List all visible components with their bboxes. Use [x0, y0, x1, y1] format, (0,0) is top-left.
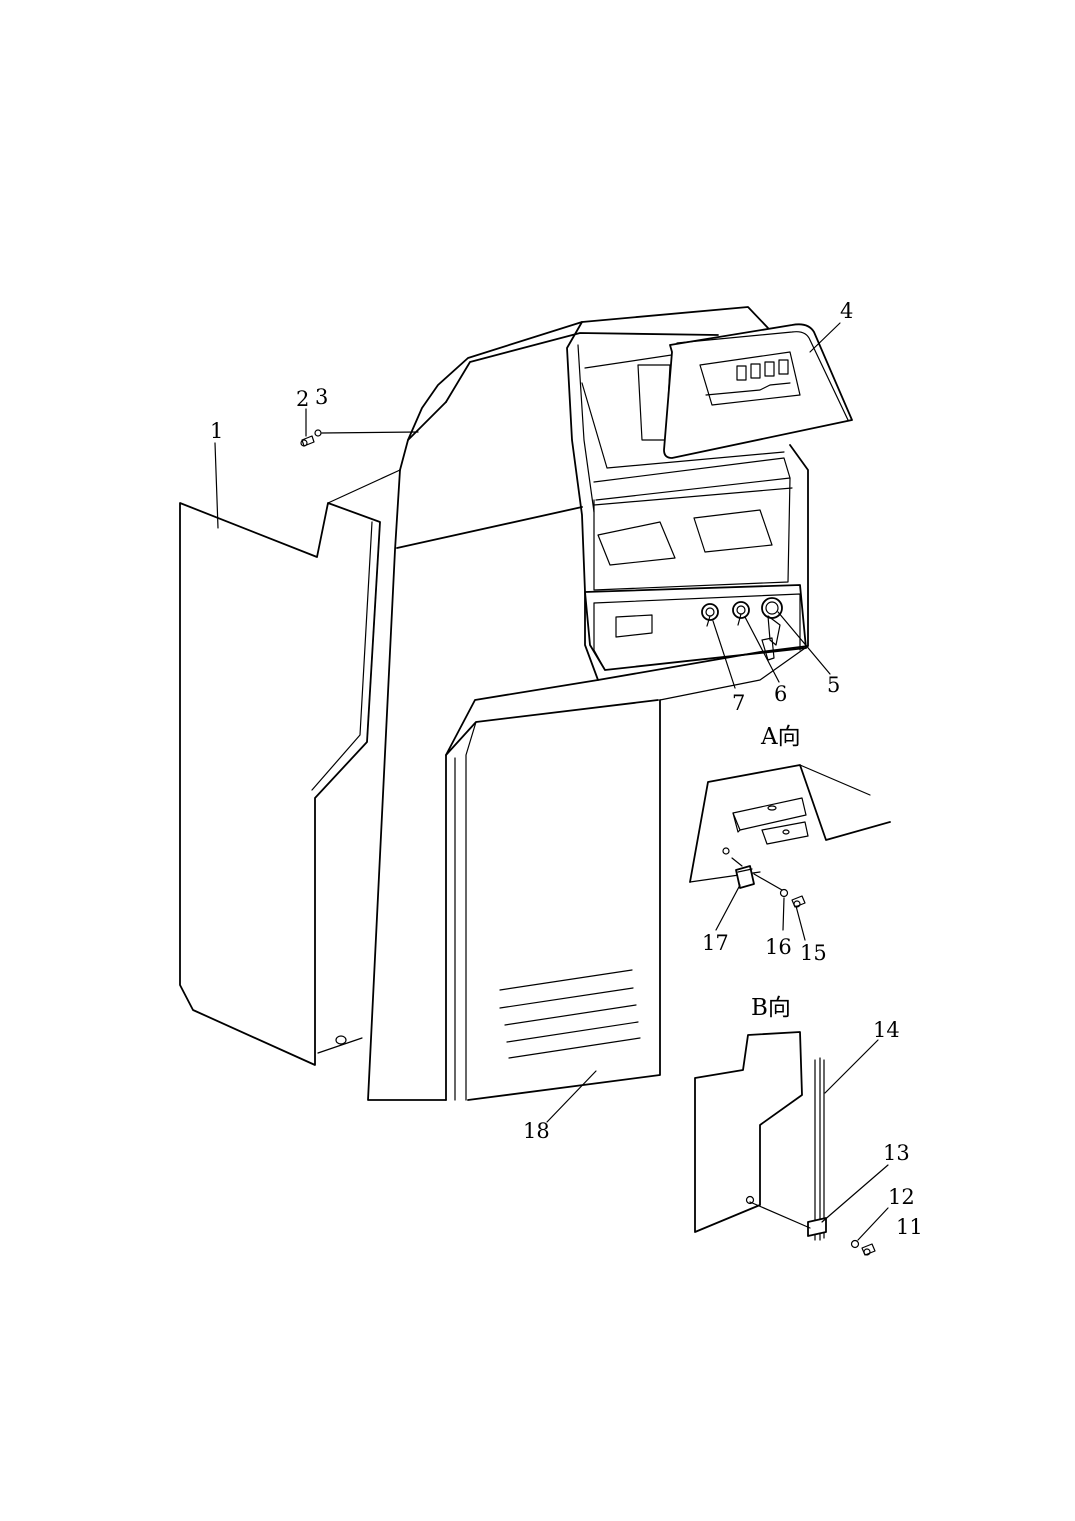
- key-switch-part-5: [761, 597, 783, 661]
- side-panel-part-1: [179, 469, 401, 1066]
- label-part-3: 3: [315, 385, 328, 409]
- label-view-a: A向: [760, 724, 801, 750]
- label-part-1: 1: [210, 419, 223, 443]
- washer-part-3: [314, 429, 322, 437]
- label-part-2: 2: [296, 387, 309, 411]
- label-part-15: 15: [800, 941, 827, 965]
- label-part-12: 12: [888, 1185, 915, 1209]
- view-b-detail: [694, 1031, 876, 1256]
- label-part-7: 7: [732, 691, 745, 715]
- label-part-6: 6: [774, 682, 787, 706]
- label-part-5: 5: [827, 673, 840, 697]
- view-a-detail: [689, 764, 891, 908]
- label-part-13: 13: [883, 1141, 910, 1165]
- label-part-4: 4: [840, 299, 853, 323]
- label-part-16: 16: [765, 935, 792, 959]
- instrument-cluster-part-4: [663, 323, 853, 459]
- label-part-11: 11: [896, 1215, 923, 1239]
- label-part-18: 18: [523, 1119, 550, 1143]
- toggle-switch-part-6: [732, 601, 750, 626]
- label-part-17: 17: [702, 931, 729, 955]
- part-labels: 1 2 3 4 5 6 7 A向 17 16 15 B向 14 18 13 12…: [210, 299, 923, 1239]
- leader-lines: [214, 322, 889, 1241]
- label-view-b: B向: [751, 995, 791, 1021]
- bolt-part-2: [300, 435, 315, 447]
- toggle-switch-part-7: [701, 603, 719, 627]
- label-part-14: 14: [873, 1018, 900, 1042]
